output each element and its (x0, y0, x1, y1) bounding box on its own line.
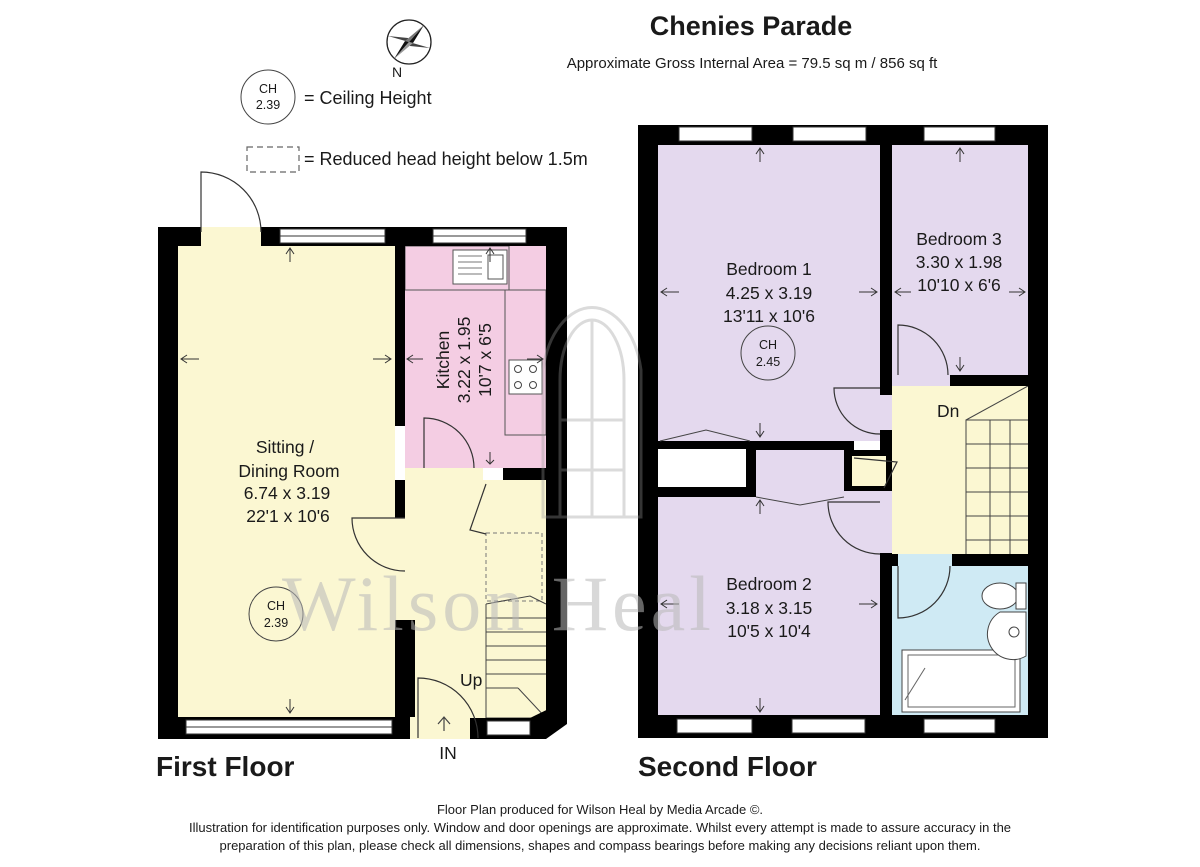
door-bedroom-3 (892, 324, 950, 386)
bedroom3-name: Bedroom 3 (916, 229, 1002, 249)
bedroom1-ch-value: 2.45 (756, 355, 780, 369)
kitchen-metric: 3.22 x 1.95 (454, 317, 474, 404)
window-bed1-b (792, 126, 867, 142)
bedroom2-name: Bedroom 2 (726, 574, 812, 594)
reduced-height-legend: = Reduced head height below 1.5m (246, 146, 588, 173)
first-floor-plan: Sitting / Dining Room 6.74 x 3.19 22'1 x… (158, 171, 567, 763)
window-hall (486, 720, 531, 736)
second-floor-plan: Bedroom 1 4.25 x 3.19 13'11 x 10'6 CH 2.… (638, 125, 1048, 738)
landing (892, 386, 1028, 554)
bedroom-3 (892, 145, 1028, 375)
sink-icon (452, 249, 508, 285)
bedroom1-name: Bedroom 1 (726, 259, 812, 279)
footer-credit: Floor Plan produced for Wilson Heal by M… (437, 802, 763, 817)
area-subtitle: Approximate Gross Internal Area = 79.5 s… (567, 55, 938, 72)
basin-icon (986, 611, 1027, 661)
bath-icon (901, 649, 1021, 713)
second-floor-title: Second Floor (638, 751, 817, 782)
bedroom2-metric: 3.18 x 3.15 (726, 598, 813, 618)
window-bed3 (923, 126, 996, 142)
plan-title: Chenies Parade (650, 11, 853, 41)
legend-ch-value: 2.39 (256, 98, 280, 112)
watermark-logo (541, 306, 643, 519)
kitchen-imperial: 10'7 x 6'5 (475, 323, 495, 397)
window-bed2-a (676, 718, 753, 734)
compass-rose-icon (386, 19, 432, 65)
front-door (410, 677, 479, 739)
legend-reduced-text: = Reduced head height below 1.5m (304, 149, 588, 169)
bedroom3-metric: 3.30 x 1.98 (916, 252, 1003, 272)
staircase-down (965, 385, 1029, 554)
bedroom1-ch-label: CH (759, 338, 777, 352)
toilet-icon (981, 582, 1027, 610)
legend-ch-label: CH (259, 82, 277, 96)
legend-ch-text: = Ceiling Height (304, 88, 432, 108)
footer-disclaimer-1: Illustration for identification purposes… (189, 820, 1011, 835)
hob-icon (508, 359, 543, 395)
bedroom2-imperial: 10'5 x 10'4 (727, 621, 811, 641)
sitting-name-line2: Dining Room (238, 461, 339, 481)
sitting-metric: 6.74 x 3.19 (244, 483, 331, 503)
door-bedroom-2 (827, 497, 892, 555)
sitting-ch-label: CH (267, 599, 285, 613)
first-floor-title: First Floor (156, 751, 295, 782)
bedroom-1 (658, 145, 880, 441)
entrance-label: IN (439, 743, 457, 763)
sitting-imperial: 22'1 x 10'6 (246, 506, 330, 526)
door-kitchen (405, 417, 483, 480)
window-bed2-b (791, 718, 866, 734)
compass-north-label: N (392, 64, 402, 80)
kitchen-name: Kitchen (433, 331, 453, 389)
ceiling-height-legend: CH 2.39 = Ceiling Height (240, 69, 432, 125)
door-bedroom-1 (833, 387, 892, 435)
bedroom3-imperial: 10'10 x 6'6 (917, 275, 1001, 295)
door-sitting (351, 517, 406, 620)
footer-disclaimer-2: preparation of this plan, please check a… (220, 838, 981, 853)
stairs-up-label: Up (460, 670, 482, 690)
window-bed1-a (678, 126, 753, 142)
bedroom1-metric: 4.25 x 3.19 (726, 283, 813, 303)
sitting-name-line1: Sitting / (256, 437, 314, 457)
bedroom1-imperial: 13'11 x 10'6 (723, 306, 815, 326)
window-bathroom (923, 718, 996, 734)
door-bathroom (897, 554, 952, 619)
patio-door (200, 171, 262, 246)
sitting-ch-value: 2.39 (264, 616, 288, 630)
watermark-text: Wilson Heal (282, 560, 715, 647)
stairs-down-label: Dn (937, 401, 959, 421)
